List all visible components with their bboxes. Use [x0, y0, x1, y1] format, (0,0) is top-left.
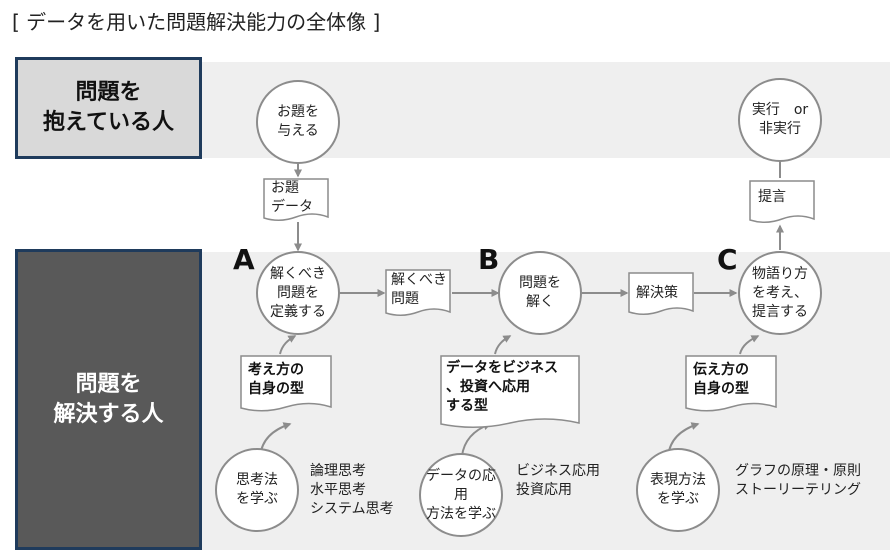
role-problem-solver: 問題を 解決する人	[15, 249, 202, 550]
doc-odai-data: お題 データ	[263, 178, 329, 224]
doc-toku-problem: 解くべき 問題	[385, 269, 451, 319]
circle-define-problem: 解くべき 問題を 定義する	[256, 251, 340, 335]
doc-kangae-type: 考え方の 自身の型	[240, 355, 332, 415]
doc-kaiketsu: 解決策	[628, 272, 694, 318]
note-thinking-methods: 論理思考 水平思考 システム思考	[310, 463, 394, 517]
doc-data-business-type: データをビジネス 、投資へ応用 する型	[440, 355, 580, 431]
diagram-title: [ データを用いた問題解決能力の全体像 ]	[12, 10, 381, 34]
label-a: A	[233, 243, 255, 276]
circle-learn-thinking: 思考法 を学ぶ	[215, 448, 299, 532]
label-b: B	[478, 243, 500, 276]
circle-execute: 実行 or 非実行	[738, 78, 822, 162]
circle-give-problem: お題を 与える	[256, 80, 340, 164]
doc-tsutae-type: 伝え方の 自身の型	[685, 355, 777, 415]
curve-databiz-to-solve	[494, 335, 512, 355]
curve-kangae-to-define	[279, 335, 297, 355]
label-c: C	[717, 243, 738, 276]
doc-teigen: 提言	[749, 180, 815, 226]
note-applications: ビジネス応用 投資応用	[516, 463, 600, 498]
role-problem-holder: 問題を 抱えている人	[15, 57, 202, 159]
circle-story-proposal: 物語り方 を考え、 提言する	[738, 251, 822, 335]
circle-solve-problem: 問題を 解く	[498, 251, 582, 335]
curve-tsutae-to-story	[739, 335, 760, 355]
circle-learn-expression: 表現方法 を学ぶ	[636, 448, 720, 532]
circle-learn-application: データの応用 方法を学ぶ	[419, 453, 503, 537]
note-expression-methods: グラフの原理・原則 ストーリーテリング	[735, 463, 861, 498]
